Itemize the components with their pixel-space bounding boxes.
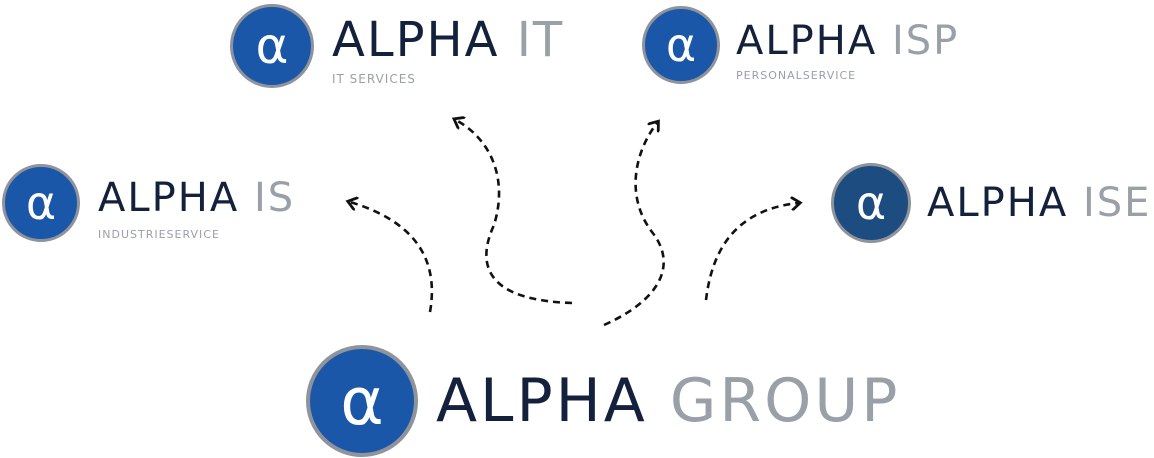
alpha-icon: α bbox=[306, 345, 418, 457]
logo-primary-text: ALPHA bbox=[927, 180, 1069, 226]
arrow-to-ise bbox=[704, 203, 798, 301]
arrow-to-it bbox=[456, 120, 573, 305]
logo-secondary-text: IS bbox=[253, 174, 296, 221]
logo-subtitle: INDUSTRIESERVICE bbox=[98, 227, 220, 241]
alpha-icon: α bbox=[230, 4, 314, 88]
arrow-to-is bbox=[350, 202, 434, 313]
alpha-icon: α bbox=[831, 163, 911, 243]
arrow-to-isp bbox=[603, 123, 665, 327]
logo-secondary-text: GROUP bbox=[669, 366, 901, 436]
logo-primary-text: ALPHA bbox=[98, 174, 240, 221]
logo-primary-text: ALPHA bbox=[436, 366, 648, 436]
logo-primary-text: ALPHA bbox=[332, 12, 500, 68]
alpha-icon: α bbox=[2, 164, 80, 242]
logo-alpha-is: α ALPHA IS INDUSTRIESERVICE bbox=[2, 164, 295, 242]
logo-alpha-isp: α ALPHA ISP PERSONALSERVICE bbox=[642, 6, 959, 84]
logo-alpha-ise: α ALPHA ISE bbox=[831, 163, 1151, 243]
logo-secondary-text: ISP bbox=[891, 17, 960, 64]
logo-subtitle: PERSONALSERVICE bbox=[736, 68, 857, 82]
logo-subtitle: IT SERVICES bbox=[332, 72, 416, 86]
logo-alpha-group: α ALPHA GROUP bbox=[306, 345, 900, 457]
logo-alpha-it: α ALPHA IT IT SERVICES bbox=[230, 4, 564, 88]
alpha-icon: α bbox=[642, 6, 720, 84]
logo-secondary-text: IT bbox=[516, 12, 565, 68]
logo-secondary-text: ISE bbox=[1082, 180, 1152, 226]
logo-primary-text: ALPHA bbox=[736, 17, 878, 64]
